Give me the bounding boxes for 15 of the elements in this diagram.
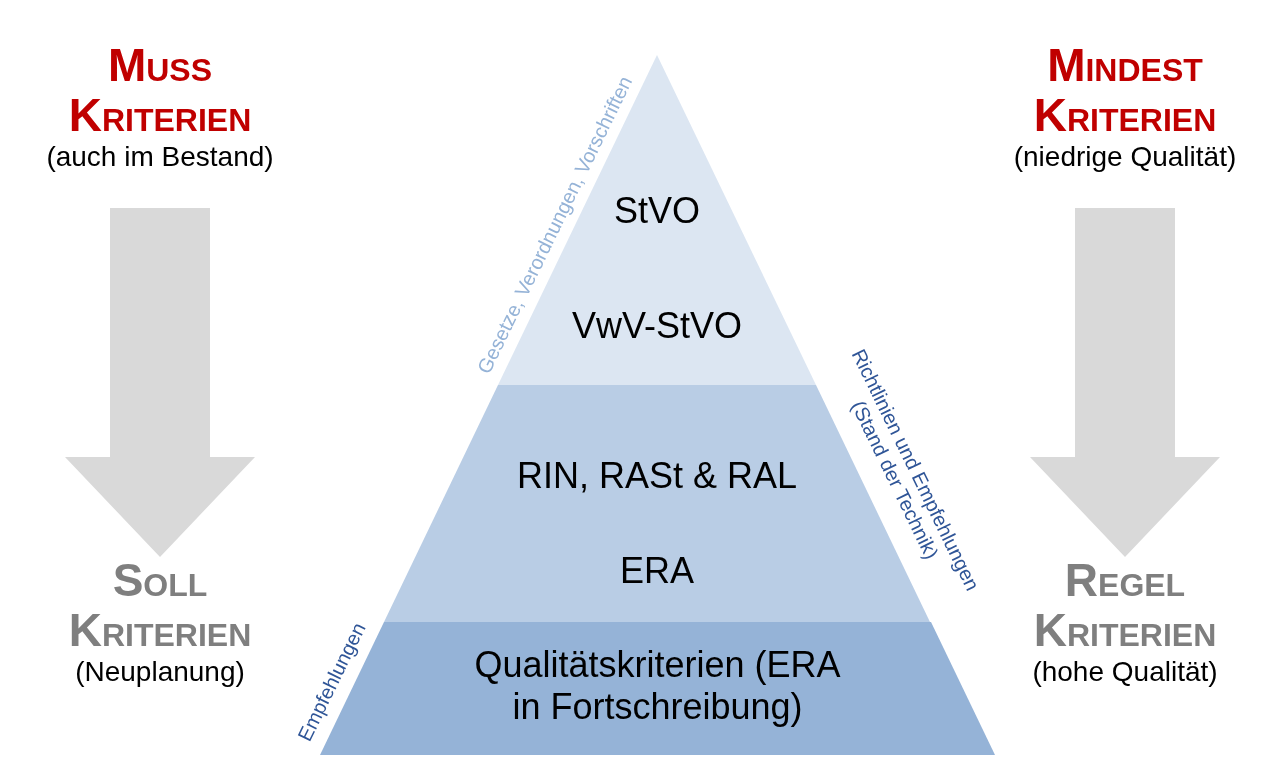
tier-text: VwV-StVO	[571, 305, 743, 347]
criteria-note: (hohe Qualität)	[1032, 655, 1218, 689]
criteria-heading: Regel Kriterien	[1032, 555, 1218, 655]
criteria-heading: Mindest Kriterien	[1032, 40, 1218, 140]
criteria-heading: Muss Kriterien	[67, 40, 253, 140]
tier-text: StVO	[614, 190, 700, 232]
block-arrow	[1030, 208, 1220, 557]
tier-text: ERA	[620, 550, 694, 592]
criteria-note: (auch im Bestand)	[46, 140, 274, 174]
criteria-note: (Neuplanung)	[75, 655, 245, 689]
block-arrow	[65, 208, 255, 557]
criteria-note: (niedrige Qualität)	[1013, 140, 1237, 174]
tier-text: RIN, RASt & RAL	[516, 455, 798, 497]
criteria-heading: Soll Kriterien	[67, 555, 253, 655]
tier-text: Qualitätskriterien (ERA in Fortschreibung)	[473, 644, 842, 728]
